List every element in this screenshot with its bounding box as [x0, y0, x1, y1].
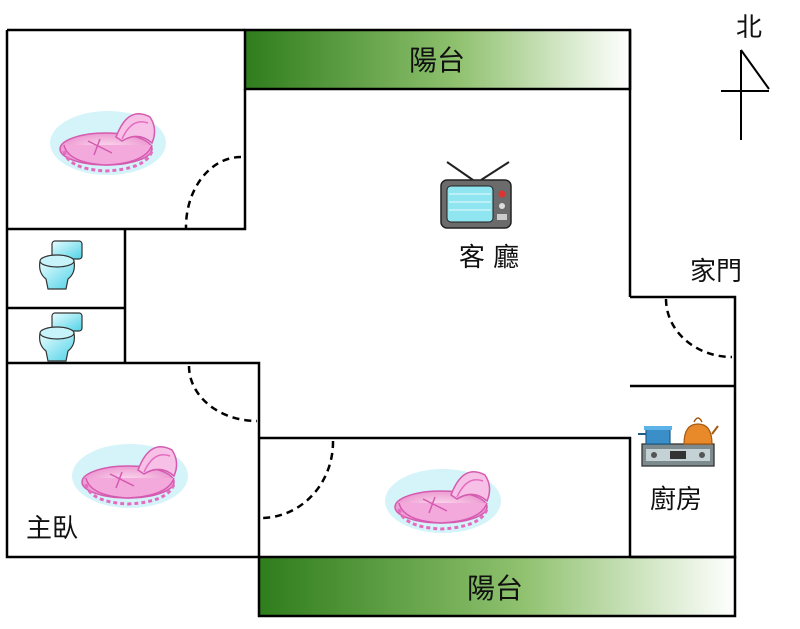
door-top-left-bedroom [184, 155, 242, 229]
toilet-icon [38, 312, 83, 362]
living-room-label: 客 廳 [459, 243, 519, 273]
balcony-bottom [257, 555, 737, 618]
door-master-bedroom [187, 365, 258, 423]
tv-icon [440, 161, 512, 229]
walls [5, 28, 737, 559]
toilet-icon [38, 240, 83, 290]
door-front [664, 298, 733, 359]
north-label: 北 [736, 13, 762, 43]
north-arrow-icon [721, 49, 770, 140]
stove-icon [638, 417, 719, 467]
master-bedroom-label: 主臥 [26, 514, 78, 544]
bed-icon [48, 109, 168, 177]
balcony-bottom-label: 陽台 [467, 572, 523, 605]
balcony-top-label: 陽台 [409, 44, 465, 77]
balcony-top [243, 28, 632, 91]
front-door-label: 家門 [690, 257, 742, 287]
door-middle-bedroom [260, 440, 335, 520]
kitchen-label: 廚房 [650, 485, 702, 515]
doors [184, 155, 733, 520]
bed-icon [383, 467, 503, 535]
bed-icon [70, 442, 190, 510]
